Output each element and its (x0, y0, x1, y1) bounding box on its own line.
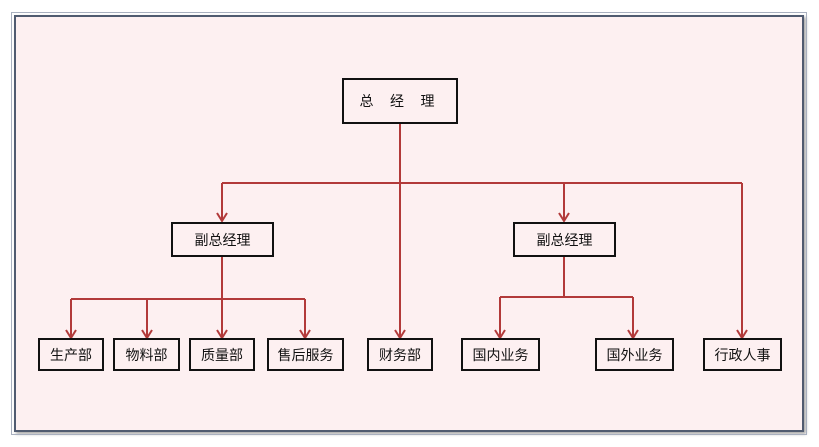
node-vp-left: 副总经理 (171, 222, 274, 257)
node-production: 生产部 (38, 338, 104, 371)
node-admin-hr: 行政人事 (703, 338, 782, 371)
arrow-head (216, 212, 228, 223)
node-domestic: 国内业务 (461, 338, 540, 371)
node-materials: 物料部 (113, 338, 180, 371)
node-finance: 财务部 (367, 338, 433, 371)
node-after-sales: 售后服务 (267, 338, 344, 371)
node-general-manager: 总 经 理 (342, 78, 458, 124)
node-overseas: 国外业务 (595, 338, 674, 371)
node-quality: 质量部 (189, 338, 255, 371)
arrow-head (558, 212, 570, 223)
node-vp-right: 副总经理 (513, 222, 616, 257)
